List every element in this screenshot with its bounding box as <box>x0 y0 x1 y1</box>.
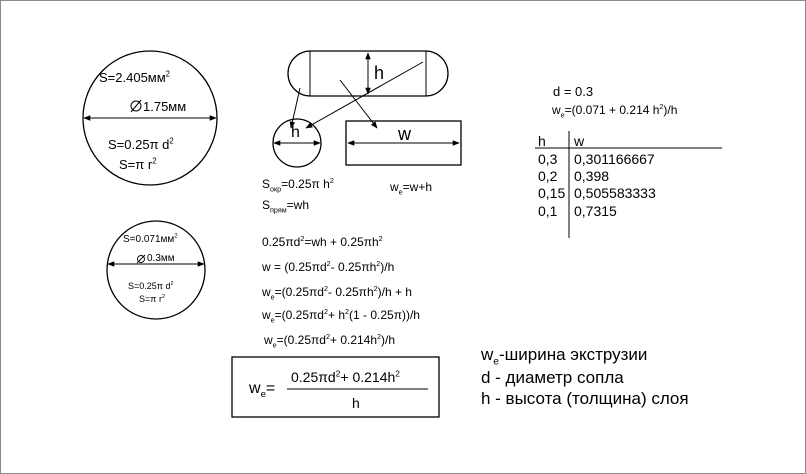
arrow-to-circle-2 <box>305 61 424 129</box>
arrow-to-circle-1 <box>289 87 301 129</box>
small-circle-area: S=0.071мм2 <box>123 233 178 245</box>
derivation-line-3: we=(0.25πd2- 0.25πh2)/h + h <box>262 284 412 302</box>
final-formula-numerator: 0.25πd2+ 0.214h2 <box>291 368 400 385</box>
extrusion-stadium <box>287 50 449 97</box>
big-circle-area: S=2.405мм2 <box>99 69 171 85</box>
table-cell-h: 0,3 <box>538 151 558 167</box>
table-cell-w: 0,398 <box>574 168 610 184</box>
big-circle <box>82 50 218 186</box>
derivation-line-2: w = (0.25πd2- 0.25πh2)/h <box>262 259 395 274</box>
small-circle <box>106 220 206 320</box>
legend-layer-height: h - высота (толщина) слоя <box>481 389 689 408</box>
rect-w <box>345 120 462 166</box>
table-cell-w: 0,7315 <box>574 203 617 219</box>
table-cell-w: 0,301166667 <box>574 151 655 167</box>
diameter-symbol-big <box>130 99 142 113</box>
label-w-rect: w <box>398 124 411 144</box>
table-cell-h: 0,15 <box>538 185 566 201</box>
legend-extrusion-width: we-ширина экструзии <box>481 345 648 368</box>
final-formula-denominator: h <box>352 395 360 411</box>
table-cell-h: 0,1 <box>538 203 558 219</box>
derivation-line-5: we=(0.25πd2+ 0.214h2)/h <box>264 332 396 350</box>
small-circle-formula-r: S=π r2 <box>139 294 165 304</box>
final-formula-lhs: we= <box>249 380 276 401</box>
big-circle-formula-r: S=π r2 <box>119 156 157 172</box>
small-circle-diameter-label: 0.3мм <box>147 253 175 264</box>
table-header-w: w <box>574 133 585 149</box>
d-value: d = 0.3 <box>553 84 594 99</box>
diameter-symbol-small <box>136 254 146 264</box>
arrow-to-rect <box>339 79 378 129</box>
label-h-circle: h <box>291 124 300 141</box>
label-h-stadium: h <box>374 63 385 83</box>
big-circle-diameter-label: 1.75мм <box>143 99 187 114</box>
derivation-line-4: we=(0.25πd2+ h2(1 - 0.25π))/h <box>262 307 420 325</box>
circle-area-formula: Sокр=0.25π h2 <box>262 176 334 194</box>
big-circle-formula-d: S=0.25π d2 <box>108 136 174 152</box>
rect-area-formula: Sпрям=wh <box>262 198 310 215</box>
width-sum-formula: we=w+h <box>390 180 433 197</box>
circle-h <box>272 118 322 168</box>
table-cell-w: 0,505583333 <box>574 185 656 201</box>
small-circle-formula-d: S=0.25π d2 <box>128 281 174 291</box>
table-formula: we=(0.071 + 0.214 h2)/h <box>552 102 678 120</box>
table-cell-h: 0,2 <box>538 168 558 184</box>
derivation-line-1: 0.25πd2=wh + 0.25πh2 <box>262 234 383 249</box>
table-header-h: h <box>538 133 546 149</box>
final-formula-box <box>231 356 440 418</box>
legend-nozzle-diameter: d - диаметр сопла <box>481 368 624 387</box>
